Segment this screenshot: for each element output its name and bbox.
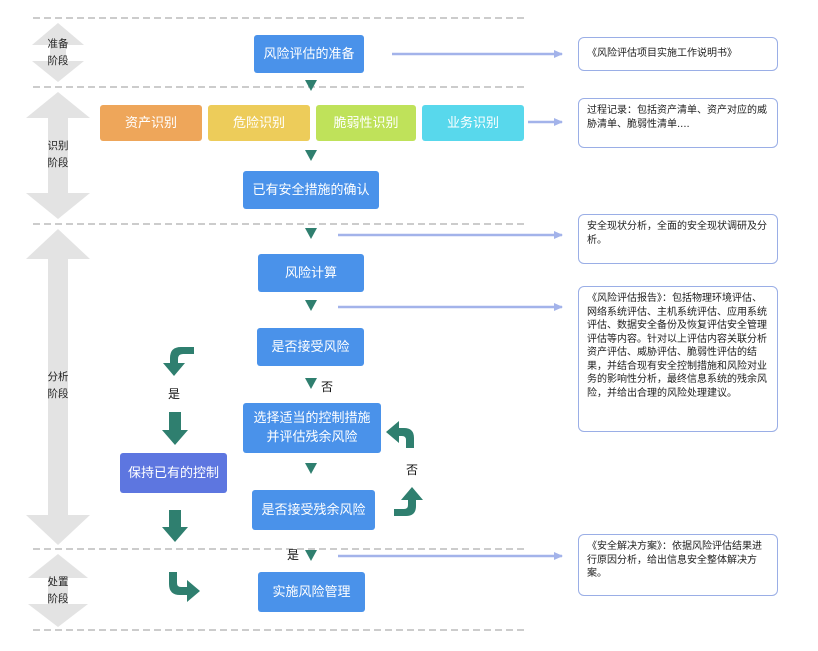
note-risk-report: 《风险评估报告》：包括物理环境评估、网络系统评估、主机系统评估、应用系统评估、数… [578, 286, 778, 432]
note-security-status: 安全现状分析，全面的安全现状调研及分析。 [578, 214, 778, 264]
note-connectors [338, 50, 563, 560]
turn-arrow-bottom-left [169, 572, 200, 602]
label-no-center: 否 [321, 380, 334, 394]
stage-arrow-analyze [26, 229, 90, 545]
stage-label-handle: 处置 阶段 [38, 574, 78, 608]
note-work-statement: 《风险评估项目实施工作说明书》 [578, 37, 778, 71]
stage-label-handle-line2: 阶段 [47, 593, 69, 605]
stage-arrow-handle [28, 554, 88, 627]
down-arrow-3 [305, 228, 317, 239]
down-arrow-5 [305, 378, 317, 389]
node-accept-residual-risk: 是否接受残余风险 [252, 490, 375, 530]
left-branch-arrows [162, 347, 200, 602]
node-prepare: 风险评估的准备 [254, 35, 364, 73]
note-security-solution: 《安全解决方案》：依据风险评估结果进行原因分析，给出信息安全整体解决方案。 [578, 534, 778, 596]
node-implement-risk-management: 实施风险管理 [258, 572, 365, 612]
right-loop-arrows [386, 421, 423, 516]
stage-label-analyze: 分析 阶段 [38, 369, 78, 403]
label-yes-left: 是 [168, 387, 181, 401]
stage-separators [33, 17, 528, 631]
stage-label-handle-line1: 处置 [47, 576, 69, 588]
flow-arrows [305, 80, 317, 561]
stage-label-identify: 识别 阶段 [38, 138, 78, 172]
node-keep-controls: 保持已有的控制 [120, 453, 227, 493]
stage-arrow-identify [26, 92, 90, 219]
node-select-controls: 选择适当的控制措施 并评估残余风险 [243, 403, 381, 453]
down-arrow-6 [305, 463, 317, 474]
label-no-right: 否 [406, 463, 419, 477]
turn-arrow-right-top [386, 421, 414, 448]
stage-label-prepare-line1: 准备 [47, 38, 69, 50]
node-threat-identification: 危险识别 [208, 105, 310, 141]
down-arrow-keep-top [162, 412, 188, 445]
down-arrow-7 [305, 550, 317, 561]
stage-label-prepare: 准备 阶段 [38, 36, 78, 70]
down-arrow-keep-bottom [162, 510, 188, 542]
up-arrow-right-bottom [394, 487, 423, 516]
down-arrow-2 [305, 150, 317, 161]
node-business-identification: 业务识别 [422, 105, 524, 141]
turn-arrow-top-left [163, 347, 194, 376]
node-accept-risk: 是否接受风险 [257, 328, 364, 366]
stage-label-identify-line2: 阶段 [47, 157, 69, 169]
stage-label-analyze-line1: 分析 [47, 371, 69, 383]
node-select-controls-line1: 选择适当的控制措施 [253, 411, 371, 426]
stage-label-identify-line1: 识别 [47, 140, 69, 152]
note-process-record: 过程记录：包括资产清单、资产对应的威胁清单、脆弱性清单.... [578, 98, 778, 148]
down-arrow-1 [305, 80, 317, 91]
node-vulnerability-identification: 脆弱性识别 [316, 105, 416, 141]
stage-label-analyze-line2: 阶段 [47, 388, 69, 400]
down-arrow-4 [305, 300, 317, 311]
stage-arrow-prepare [32, 23, 84, 82]
stage-label-prepare-line2: 阶段 [47, 55, 69, 67]
node-asset-identification: 资产识别 [100, 105, 202, 141]
label-yes-bottom: 是 [287, 548, 300, 562]
node-risk-calculation: 风险计算 [258, 254, 364, 292]
node-confirm-measures: 已有安全措施的确认 [243, 171, 379, 209]
node-select-controls-line2: 并评估残余风险 [266, 430, 358, 445]
stage-arrows [26, 23, 90, 627]
